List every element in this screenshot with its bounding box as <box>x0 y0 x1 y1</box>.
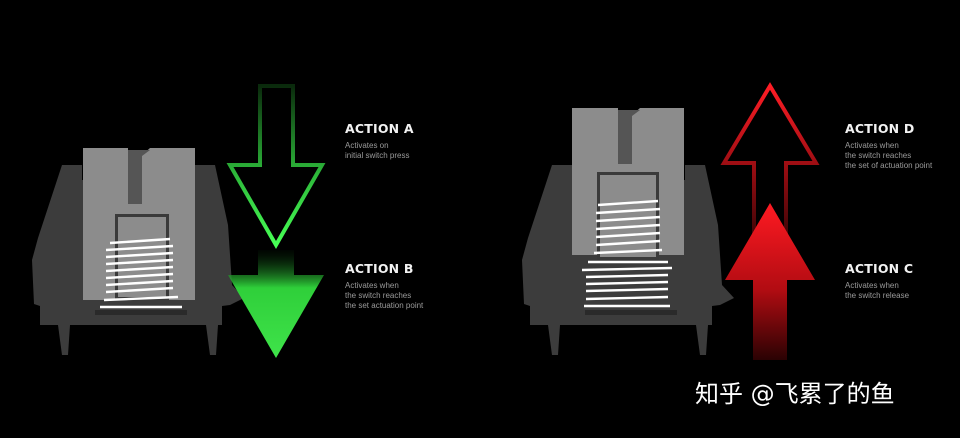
left-switch-spring <box>100 237 182 309</box>
action-c-description: Activates when the switch release <box>845 281 910 300</box>
action-b-description: Activates when the switch reaches the se… <box>345 281 424 310</box>
left-switch-stem-slot <box>128 150 150 204</box>
green-filled-down-arrow <box>228 250 324 358</box>
left-switch-leg-right <box>206 325 218 355</box>
action-d-description: Activates when the switch reaches the se… <box>845 141 933 170</box>
action-d-title: ACTION D <box>845 121 915 136</box>
left-switch-base-band <box>95 310 187 315</box>
right-switch-leg-left <box>548 325 560 355</box>
action-a-title: ACTION A <box>345 121 414 136</box>
right-switch-stem-slot <box>618 110 640 164</box>
right-switch <box>522 108 734 355</box>
left-switch <box>32 148 244 355</box>
green-outline-down-arrow <box>226 84 326 250</box>
right-switch-spring <box>581 199 673 308</box>
left-switch-leg-left <box>58 325 70 355</box>
action-c-title: ACTION C <box>845 261 914 276</box>
right-switch-base-band <box>585 310 677 315</box>
watermark-text: 知乎 @飞累了的鱼 <box>695 380 895 408</box>
right-switch-leg-right <box>696 325 708 355</box>
action-a-description: Activates on initial switch press <box>345 141 410 160</box>
action-b-title: ACTION B <box>345 261 414 276</box>
red-filled-up-arrow <box>725 203 815 360</box>
